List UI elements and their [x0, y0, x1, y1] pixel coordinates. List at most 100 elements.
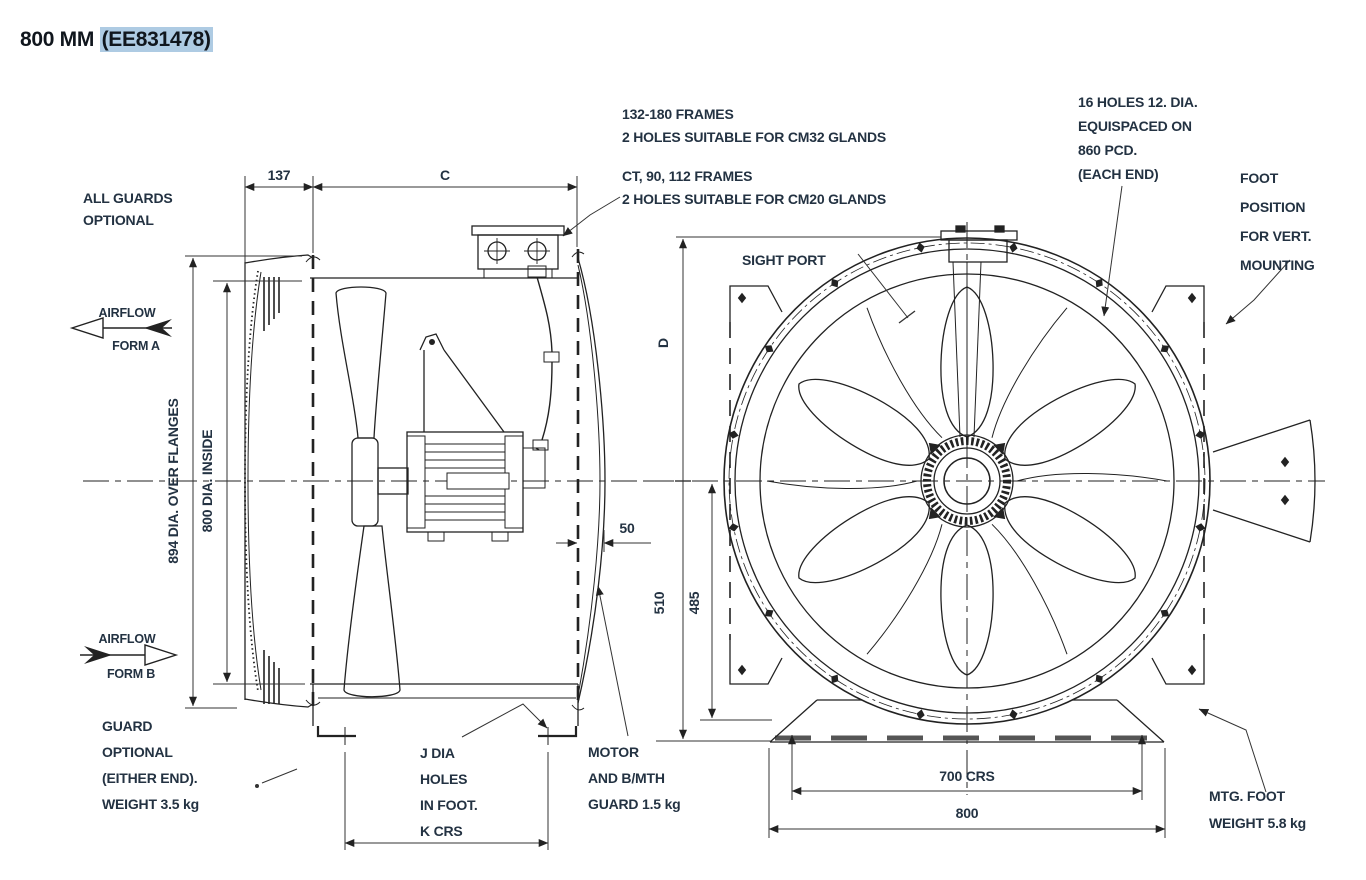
note-holes-1: 16 HOLES 12. DIA. [1078, 94, 1198, 110]
airflow-b-label: AIRFLOW [99, 632, 156, 646]
blade-edges [766, 307, 1168, 655]
annotations: ALL GUARDS OPTIONAL 132-180 FRAMES 2 HOL… [83, 94, 1315, 839]
vertical-mounting-plate [729, 285, 1205, 685]
conduit-and-terminal-box [471, 225, 565, 451]
bracket-hole [429, 339, 435, 345]
dim-d: D [655, 338, 671, 348]
dimension-labels: 137 C 50 700 CRS 800 D 510 485 894 DIA. … [165, 167, 995, 821]
page-title: 800 MM (EE831478) [20, 27, 213, 52]
leader-mtg-foot [1198, 708, 1267, 793]
motor-support-bracket [419, 333, 505, 433]
note-sight-port: SIGHT PORT [742, 252, 826, 268]
leader-16-holes [1101, 185, 1123, 317]
note-holes-4: (EACH END) [1078, 166, 1158, 182]
note-jdia-4: K CRS [420, 823, 463, 839]
dim-c: C [440, 167, 450, 183]
leader-guard-optional [255, 768, 298, 788]
fan-casing [310, 249, 606, 711]
leader-sight-port [857, 253, 916, 324]
note-footpos-2: POSITION [1240, 199, 1305, 215]
note-motor-2: AND B/MTH [588, 770, 665, 786]
dim-800: 800 [956, 805, 979, 821]
airflow-b-form: FORM B [107, 667, 155, 681]
foot-right [538, 726, 578, 738]
note-guard-1: GUARD [102, 718, 152, 734]
dim-510: 510 [651, 591, 667, 614]
side-view [83, 225, 655, 745]
airflow-form-b: AIRFLOW FORM B [80, 632, 179, 681]
impeller-hub-boss [351, 437, 379, 527]
blade-top [335, 286, 387, 439]
hub-toothed-ring [923, 437, 1011, 525]
foot-hole-marks [336, 727, 557, 745]
hub-clamps [928, 442, 1006, 520]
note-footpos-3: FOR VERT. [1240, 228, 1311, 244]
leader-j-dia [461, 703, 548, 738]
leader-lines [255, 185, 1291, 793]
outlet-flare-outer [577, 257, 606, 704]
leader-foot-position [1225, 259, 1291, 325]
dimensions [185, 176, 1166, 850]
note-all-guards-1: ALL GUARDS [83, 190, 173, 206]
motor-terminal [522, 447, 546, 489]
title-size: 800 MM [20, 28, 100, 51]
plate-corner-tl [729, 285, 783, 322]
guard-hatch-top [263, 277, 280, 331]
note-holes-2: EQUISPACED ON [1078, 118, 1192, 134]
dim-137: 137 [268, 167, 291, 183]
airflow-a-label: AIRFLOW [99, 306, 156, 320]
note-glandsct-1: CT, 90, 112 FRAMES [622, 168, 752, 184]
note-glandsct-2: 2 HOLES SUITABLE FOR CM20 GLANDS [622, 191, 886, 207]
note-motor-1: MOTOR [588, 744, 639, 760]
note-footpos-1: FOOT [1240, 170, 1279, 186]
note-holes-3: 860 PCD. [1078, 142, 1137, 158]
impeller-front [766, 261, 1168, 676]
airflow-b-arrow-open [144, 644, 179, 666]
motor-side [406, 431, 546, 542]
leader-glands [562, 196, 621, 237]
conduit-pipe [536, 276, 553, 353]
impeller-side [335, 286, 409, 698]
note-jdia-1: J DIA [420, 745, 455, 761]
motor-ribs [425, 443, 505, 521]
note-jdia-3: IN FOOT. [420, 797, 478, 813]
note-guard-3: (EITHER END). [102, 770, 197, 786]
dim-700crs: 700 CRS [939, 768, 994, 784]
note-footpos-4: MOUNTING [1240, 257, 1315, 273]
bolt-circle [728, 242, 1206, 720]
airflow-a-arrow-solid [144, 319, 172, 337]
plate-corner-br [1151, 640, 1205, 685]
side-foot-wedge [1212, 419, 1316, 543]
airflow-b-arrow-solid [84, 646, 112, 664]
terminal-box-lid [471, 225, 565, 236]
outlet-flare-inner [577, 264, 601, 697]
terminal-box [477, 234, 559, 270]
mounting-feet-side [312, 684, 579, 745]
airflow-a-arrow-open [69, 317, 104, 339]
blades [798, 286, 1136, 676]
gland-hole-right [524, 238, 550, 264]
note-all-guards-2: OPTIONAL [83, 212, 154, 228]
airflow-form-a: AIRFLOW FORM A [69, 306, 172, 353]
dim-800-dia: 800 DIA. INSIDE [199, 430, 215, 533]
airflow-a-form: FORM A [112, 339, 160, 353]
gland-hole-left [484, 238, 510, 264]
mounting-foot-front [769, 699, 1165, 743]
terminal-box-front [940, 225, 1018, 263]
foot-left [316, 726, 356, 738]
hub-bore [943, 457, 991, 505]
dim-894-dia: 894 DIA. OVER FLANGES [165, 398, 181, 563]
note-mtg-2: WEIGHT 5.8 kg [1209, 815, 1306, 831]
support-strut [952, 261, 982, 438]
motor-nameplate [446, 472, 510, 490]
motor-shaft [377, 467, 409, 495]
leader-motor-guard [595, 585, 629, 737]
hub [920, 434, 1014, 528]
title-part-number-highlighted[interactable]: (EE831478) [99, 27, 213, 52]
note-motor-3: GUARD 1.5 kg [588, 796, 681, 812]
plate-corner-bl [729, 640, 783, 685]
dim-50: 50 [619, 520, 635, 536]
plate-corner-tr [1151, 285, 1205, 322]
